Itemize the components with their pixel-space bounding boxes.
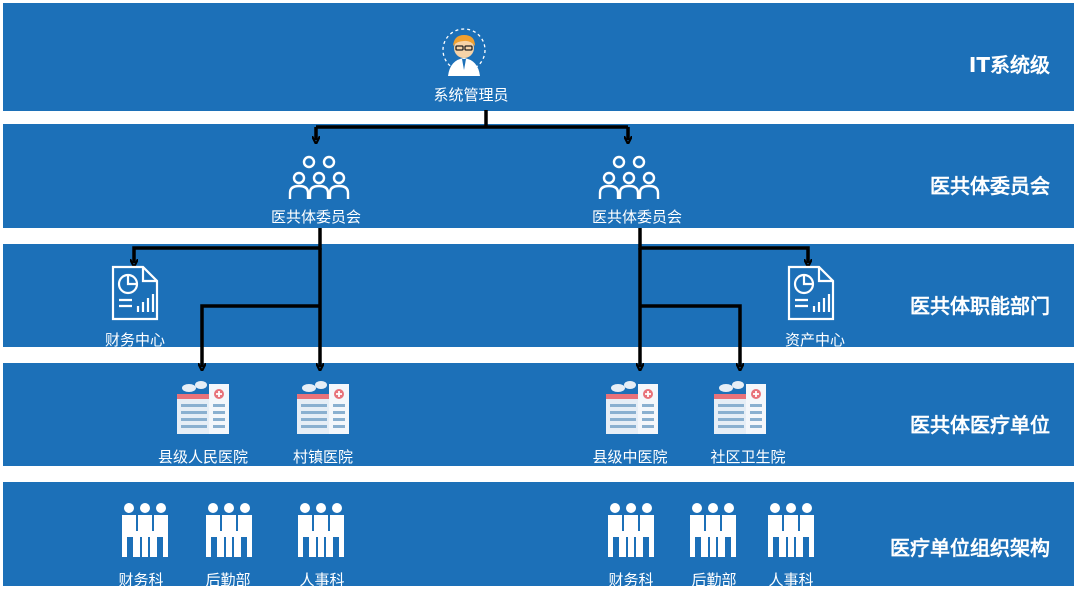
meeting-group-icon bbox=[122, 503, 168, 557]
level-label-unit: 医共体医疗单位 bbox=[910, 413, 1050, 437]
level-band-org: 医疗单位组织架构 bbox=[3, 482, 1074, 586]
node-county-tcm-hospital: 县级中医院 bbox=[592, 448, 668, 466]
node-county-people-hospital: 县级人民医院 bbox=[157, 448, 249, 466]
meeting-group-icon bbox=[690, 503, 736, 557]
level-label-org: 医疗单位组织架构 bbox=[890, 536, 1050, 560]
level-label-dept: 医共体职能部门 bbox=[910, 294, 1050, 318]
meeting-group-icon bbox=[608, 503, 654, 557]
meeting-group-icon bbox=[298, 503, 344, 557]
org-right-logistics: 后勤部 bbox=[691, 571, 737, 589]
org-right-hr: 人事科 bbox=[768, 571, 814, 589]
org-left-hr: 人事科 bbox=[299, 571, 345, 589]
level-band-unit: 医共体医疗单位 bbox=[3, 363, 1074, 466]
meeting-group-icon bbox=[206, 503, 252, 557]
county-people-hospital-icon bbox=[177, 381, 229, 434]
node-finance-center: 财务中心 bbox=[104, 331, 166, 349]
level-band-committee: 医共体委员会 bbox=[3, 124, 1074, 228]
village-hospital-icon bbox=[297, 381, 349, 434]
node-committee-right: 医共体委员会 bbox=[591, 208, 683, 226]
community-health-icon bbox=[714, 381, 766, 434]
level-band-it: IT系统级 bbox=[3, 3, 1074, 111]
county-tcm-hospital-icon bbox=[606, 381, 658, 434]
level-band-dept: 医共体职能部门 bbox=[3, 244, 1074, 347]
node-committee-left: 医共体委员会 bbox=[270, 208, 362, 226]
asset-report-icon bbox=[787, 265, 835, 321]
org-left-finance: 财务科 bbox=[118, 571, 164, 589]
level-label-committee: 医共体委员会 bbox=[930, 174, 1050, 198]
committee-right-icon bbox=[598, 155, 660, 199]
node-admin: 系统管理员 bbox=[433, 86, 509, 104]
node-asset-center: 资产中心 bbox=[784, 331, 846, 349]
level-label-it: IT系统级 bbox=[968, 53, 1050, 77]
finance-report-icon bbox=[111, 265, 159, 321]
node-village-hospital: 村镇医院 bbox=[292, 448, 354, 466]
meeting-group-icon bbox=[768, 503, 814, 557]
committee-left-icon bbox=[288, 155, 350, 199]
org-left-logistics: 后勤部 bbox=[205, 571, 251, 589]
admin-icon bbox=[442, 28, 486, 76]
org-right-finance: 财务科 bbox=[608, 571, 654, 589]
node-community-health: 社区卫生院 bbox=[710, 448, 786, 466]
